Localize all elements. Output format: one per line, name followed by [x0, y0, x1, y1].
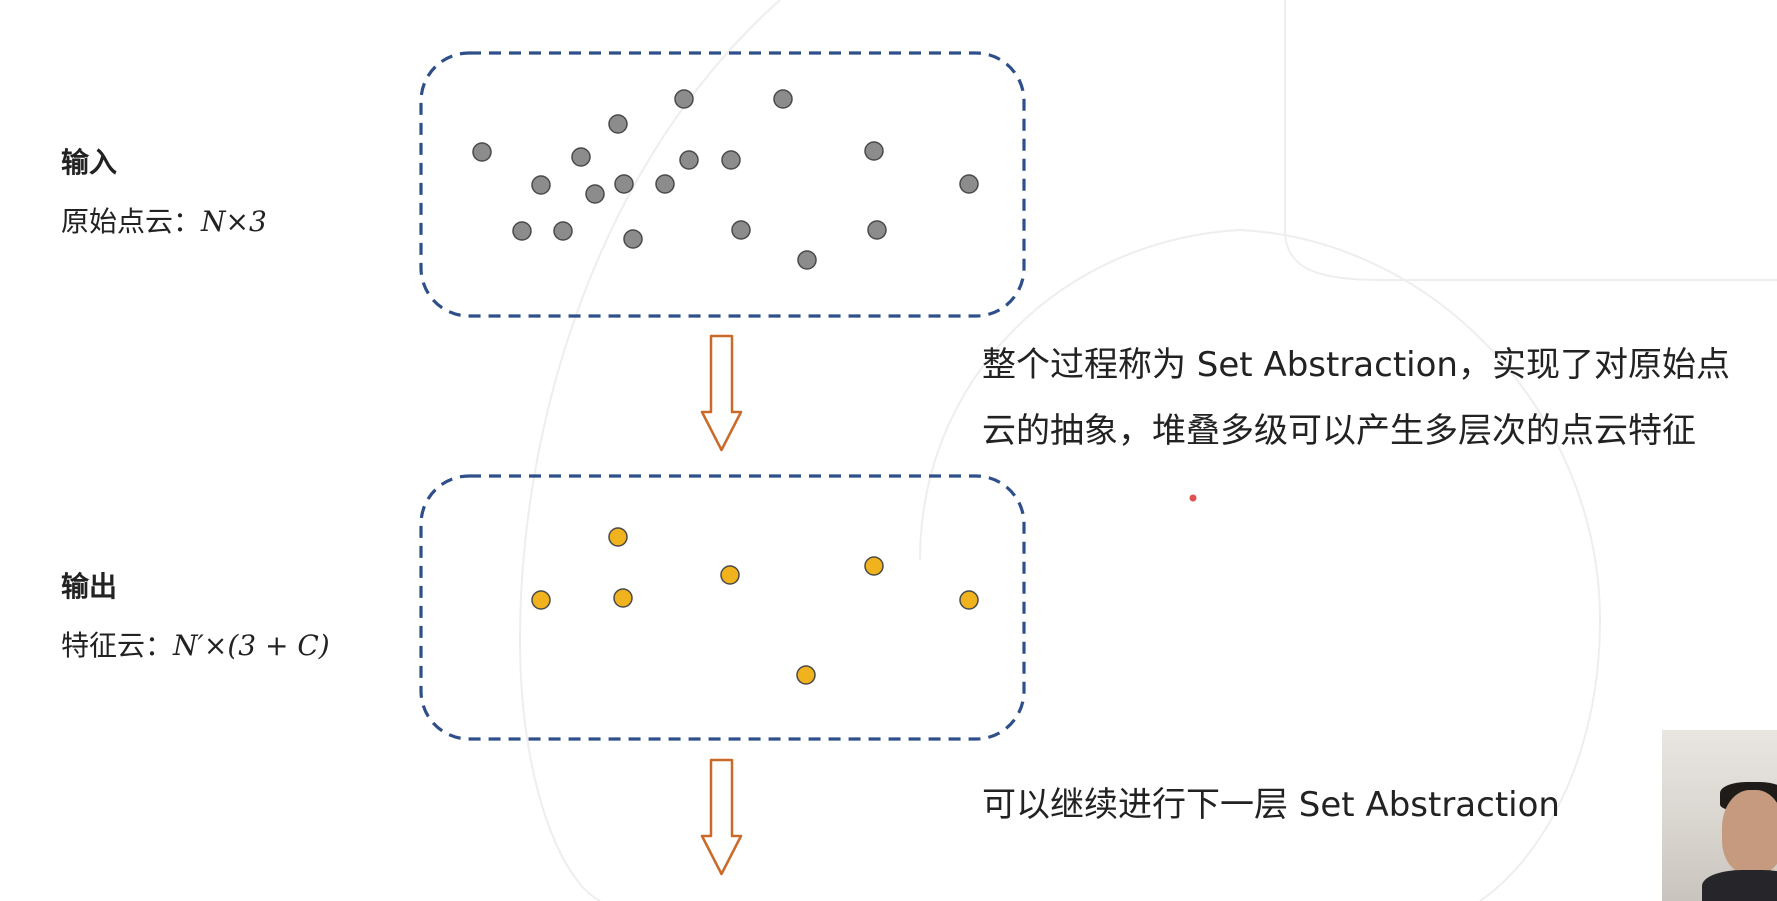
- feature-point-7: [796, 665, 816, 685]
- input-point-1: [472, 142, 492, 162]
- bg-arc-2: [1284, 0, 1777, 281]
- set-abstraction-note-line-1: 整个过程称为 Set Abstraction，实现了对原始点: [982, 345, 1730, 385]
- input-point-10: [679, 150, 699, 170]
- feature-point-6: [959, 590, 979, 610]
- output-title: 输出: [61, 570, 118, 603]
- input-title: 输入: [61, 146, 118, 179]
- bg-arc-3: [919, 228, 1602, 901]
- input-point-7: [585, 184, 605, 204]
- input-point-4: [608, 114, 628, 134]
- laser-pointer-dot: [1189, 494, 1197, 502]
- output-shape-formula: N′×(3 + C): [173, 629, 330, 662]
- presenter-shirt: [1702, 870, 1777, 901]
- set-abstraction-note-line-2: 云的抽象，堆叠多级可以产生多层次的点云特征: [982, 411, 1696, 451]
- input-point-6: [773, 89, 793, 109]
- input-point-12: [864, 141, 884, 161]
- input-point-19: [797, 250, 817, 270]
- input-point-18: [867, 220, 887, 240]
- input-point-9: [655, 174, 675, 194]
- feature-point-4: [720, 565, 740, 585]
- bg-arc-1: [518, 0, 781, 901]
- input-points: [472, 89, 979, 270]
- input-point-14: [512, 221, 532, 241]
- down-arrow-1: [700, 334, 743, 452]
- feature-point-5: [864, 556, 884, 576]
- background-arcs: [518, 0, 1777, 901]
- input-point-2: [531, 175, 551, 195]
- down-arrow-2: [700, 758, 743, 876]
- output-description: 特征云：N′×(3 + C): [61, 624, 330, 664]
- input-point-cloud-box: [419, 51, 1026, 318]
- input-description: 原始点云：N×3: [61, 200, 267, 240]
- input-point-13: [959, 174, 979, 194]
- input-description-text: 原始点云：: [61, 205, 202, 238]
- input-point-3: [571, 147, 591, 167]
- feature-point-1: [608, 527, 628, 547]
- input-point-17: [731, 220, 751, 240]
- output-points: [531, 527, 979, 685]
- input-point-15: [553, 221, 573, 241]
- output-feature-cloud-box: [419, 474, 1026, 741]
- input-point-5: [674, 89, 694, 109]
- presenter-face: [1722, 790, 1777, 874]
- output-description-text: 特征云：: [61, 629, 174, 662]
- feature-point-3: [613, 588, 633, 608]
- input-point-8: [614, 174, 634, 194]
- input-shape-formula: N×3: [201, 205, 267, 238]
- feature-point-2: [531, 590, 551, 610]
- next-layer-note: 可以继续进行下一层 Set Abstraction: [982, 785, 1560, 825]
- input-point-11: [721, 150, 741, 170]
- input-point-16: [623, 229, 643, 249]
- presenter-webcam: [1662, 730, 1777, 901]
